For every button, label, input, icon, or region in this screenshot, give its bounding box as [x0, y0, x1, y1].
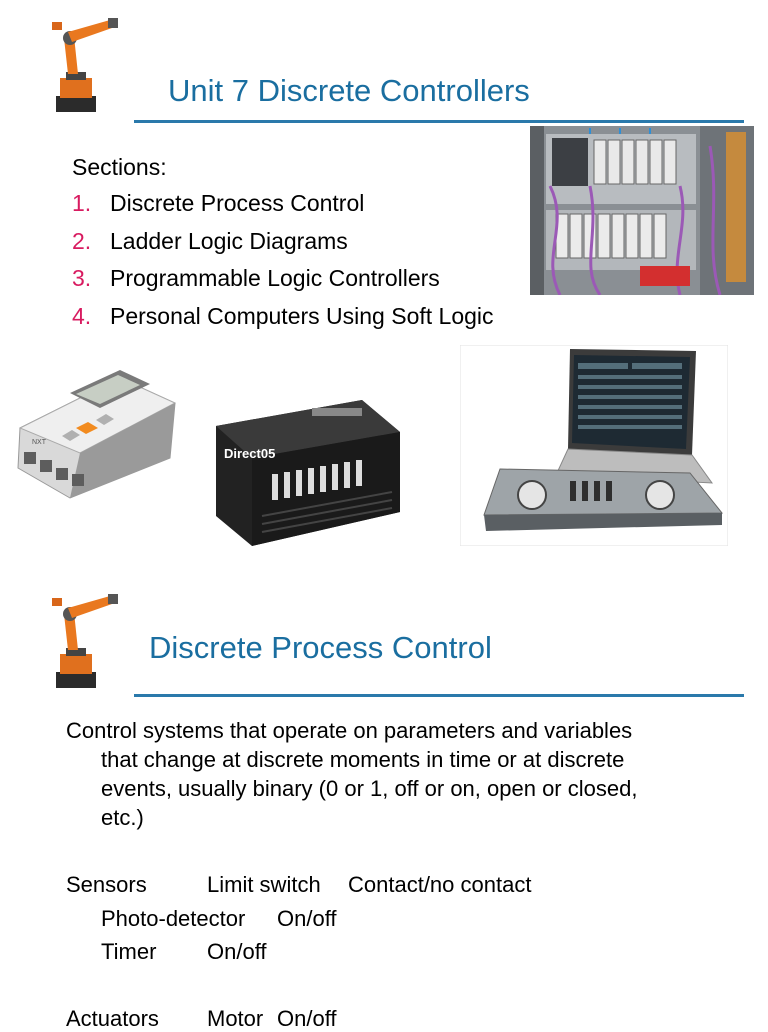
svg-text:NXT: NXT: [32, 439, 47, 446]
sensor-name: Timer: [101, 939, 157, 964]
sensor-state: On/off: [207, 939, 267, 964]
list-item: 3. Programmable Logic Controllers: [72, 265, 494, 303]
laptop-controller-image: [460, 345, 728, 546]
sensor-state: On/off: [277, 906, 337, 931]
list-text: Ladder Logic Diagrams: [110, 227, 348, 254]
paragraph-line: events, usually binary (0 or 1, off or o…: [101, 776, 638, 801]
robot-arm-logo: [52, 594, 118, 688]
sensor-state: Contact/no contact: [348, 872, 532, 897]
actuators-label: Actuators: [66, 1006, 159, 1031]
list-text: Personal Computers Using Soft Logic: [110, 302, 494, 329]
sections-list: 1. Discrete Process Control 2. Ladder Logi…: [72, 190, 494, 340]
lego-nxt-brick-image: NXT: [17, 370, 177, 499]
slide-unit-7: Unit 7 Discrete Controllers Sections: 1.…: [17, 18, 754, 546]
sections-label: Sections:: [72, 154, 167, 180]
sensor-name: Limit switch: [207, 872, 321, 897]
slide-title: Discrete Process Control: [149, 630, 492, 665]
list-item: 1. Discrete Process Control: [72, 190, 494, 228]
list-number: 4.: [72, 302, 92, 329]
list-number: 3.: [72, 265, 92, 291]
slide-discrete-process-control: Discrete Process Control Control systems…: [0, 570, 768, 1031]
paragraph-line: Control systems that operate on paramete…: [66, 718, 633, 743]
list-text: Discrete Process Control: [110, 190, 365, 216]
plc-brand-label: Direct05: [224, 446, 275, 461]
direct05-plc-image: Direct05: [216, 400, 400, 546]
actuator-name: Motor: [207, 1006, 264, 1031]
title-underline: [134, 120, 744, 123]
definition-paragraph: Control systems that operate on paramete…: [66, 716, 706, 832]
list-number: 2.: [72, 227, 92, 254]
sensor-name: Photo-detector: [101, 906, 246, 931]
paragraph-line: etc.): [101, 805, 144, 830]
control-cabinet-image: [530, 126, 754, 295]
list-number: 1.: [72, 190, 92, 216]
title-underline: [134, 694, 744, 697]
robot-arm-logo: [52, 18, 118, 112]
list-item: 4. Personal Computers Using Soft Logic: [72, 303, 494, 341]
list-item: 2. Ladder Logic Diagrams: [72, 228, 494, 266]
actuator-state: On/off: [277, 1006, 337, 1031]
list-text: Programmable Logic Controllers: [110, 265, 440, 291]
sensors-label: Sensors: [66, 872, 147, 897]
slide-title: Unit 7 Discrete Controllers: [168, 73, 530, 108]
paragraph-line: that change at discrete moments in time …: [101, 747, 625, 772]
